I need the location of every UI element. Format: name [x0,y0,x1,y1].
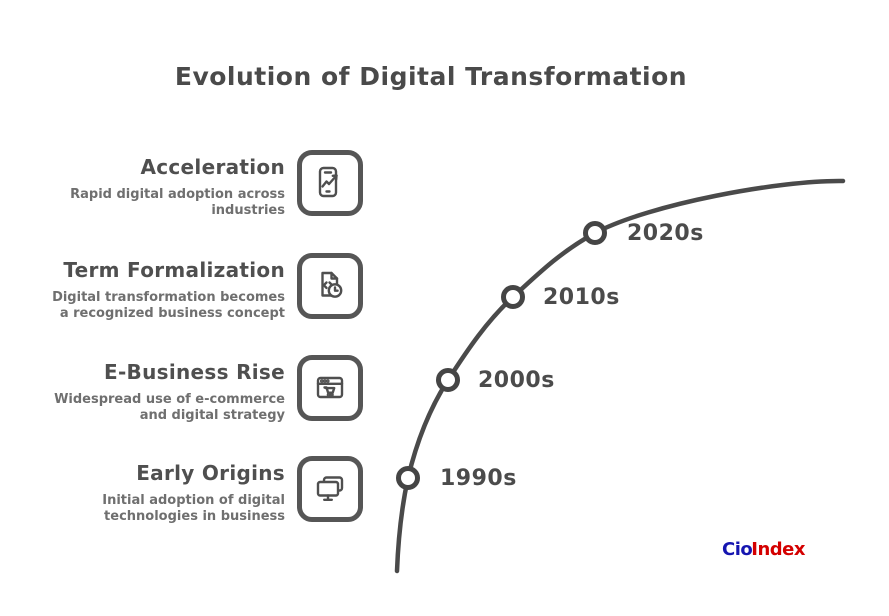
watermark-cio: Cio [722,539,753,560]
milestone-dot-1990s [396,466,420,490]
item-title: Early Origins [136,461,285,485]
item-text-block: Term Formalization Digital transformatio… [18,259,285,323]
item-title: Acceleration [140,155,285,179]
item-title: Term Formalization [63,258,285,282]
item-text-block: E-Business Rise Widespread use of e-comm… [18,361,285,425]
milestone-label-2010s: 2010s [543,285,620,310]
milestone-label-2020s: 2020s [627,221,704,246]
smartphone-growth-icon [318,166,338,198]
cioindex-watermark: CioIndex [722,539,805,560]
growth-curve-path [394,178,846,574]
document-code-clock-icon [321,271,343,298]
item-icon-frame [297,355,363,421]
item-text-block: Acceleration Rapid digital adoption acro… [18,156,285,220]
milestone-label-2000s: 2000s [478,368,555,393]
timeline-item-term-formalization: Term Formalization Digital transformatio… [18,253,363,323]
item-description: Rapid digital adoption across industries [70,187,285,219]
dual-monitor-icon [316,476,344,501]
timeline-item-e-business-rise: E-Business Rise Widespread use of e-comm… [18,355,363,425]
milestone-label-1990s: 1990s [440,466,517,491]
item-description: Initial adoption of digital technologies… [102,493,285,525]
item-icon-frame [297,456,363,522]
timeline-item-acceleration: Acceleration Rapid digital adoption acro… [18,150,363,220]
browser-cart-icon [316,376,344,399]
item-title: E-Business Rise [103,360,285,384]
timeline-item-early-origins: Early Origins Initial adoption of digita… [18,456,363,526]
item-icon-frame [297,150,363,216]
item-description: Digital transformation becomes a recogni… [52,290,285,322]
watermark-index: Index [751,539,805,560]
item-description: Widespread use of e-commerce and digital… [54,392,285,424]
milestone-dot-2020s [583,221,607,245]
milestone-dot-2000s [436,368,460,392]
milestone-dot-2010s [501,285,525,309]
item-text-block: Early Origins Initial adoption of digita… [18,462,285,526]
page-title: Evolution of Digital Transformation [174,62,688,91]
item-icon-frame [297,253,363,319]
